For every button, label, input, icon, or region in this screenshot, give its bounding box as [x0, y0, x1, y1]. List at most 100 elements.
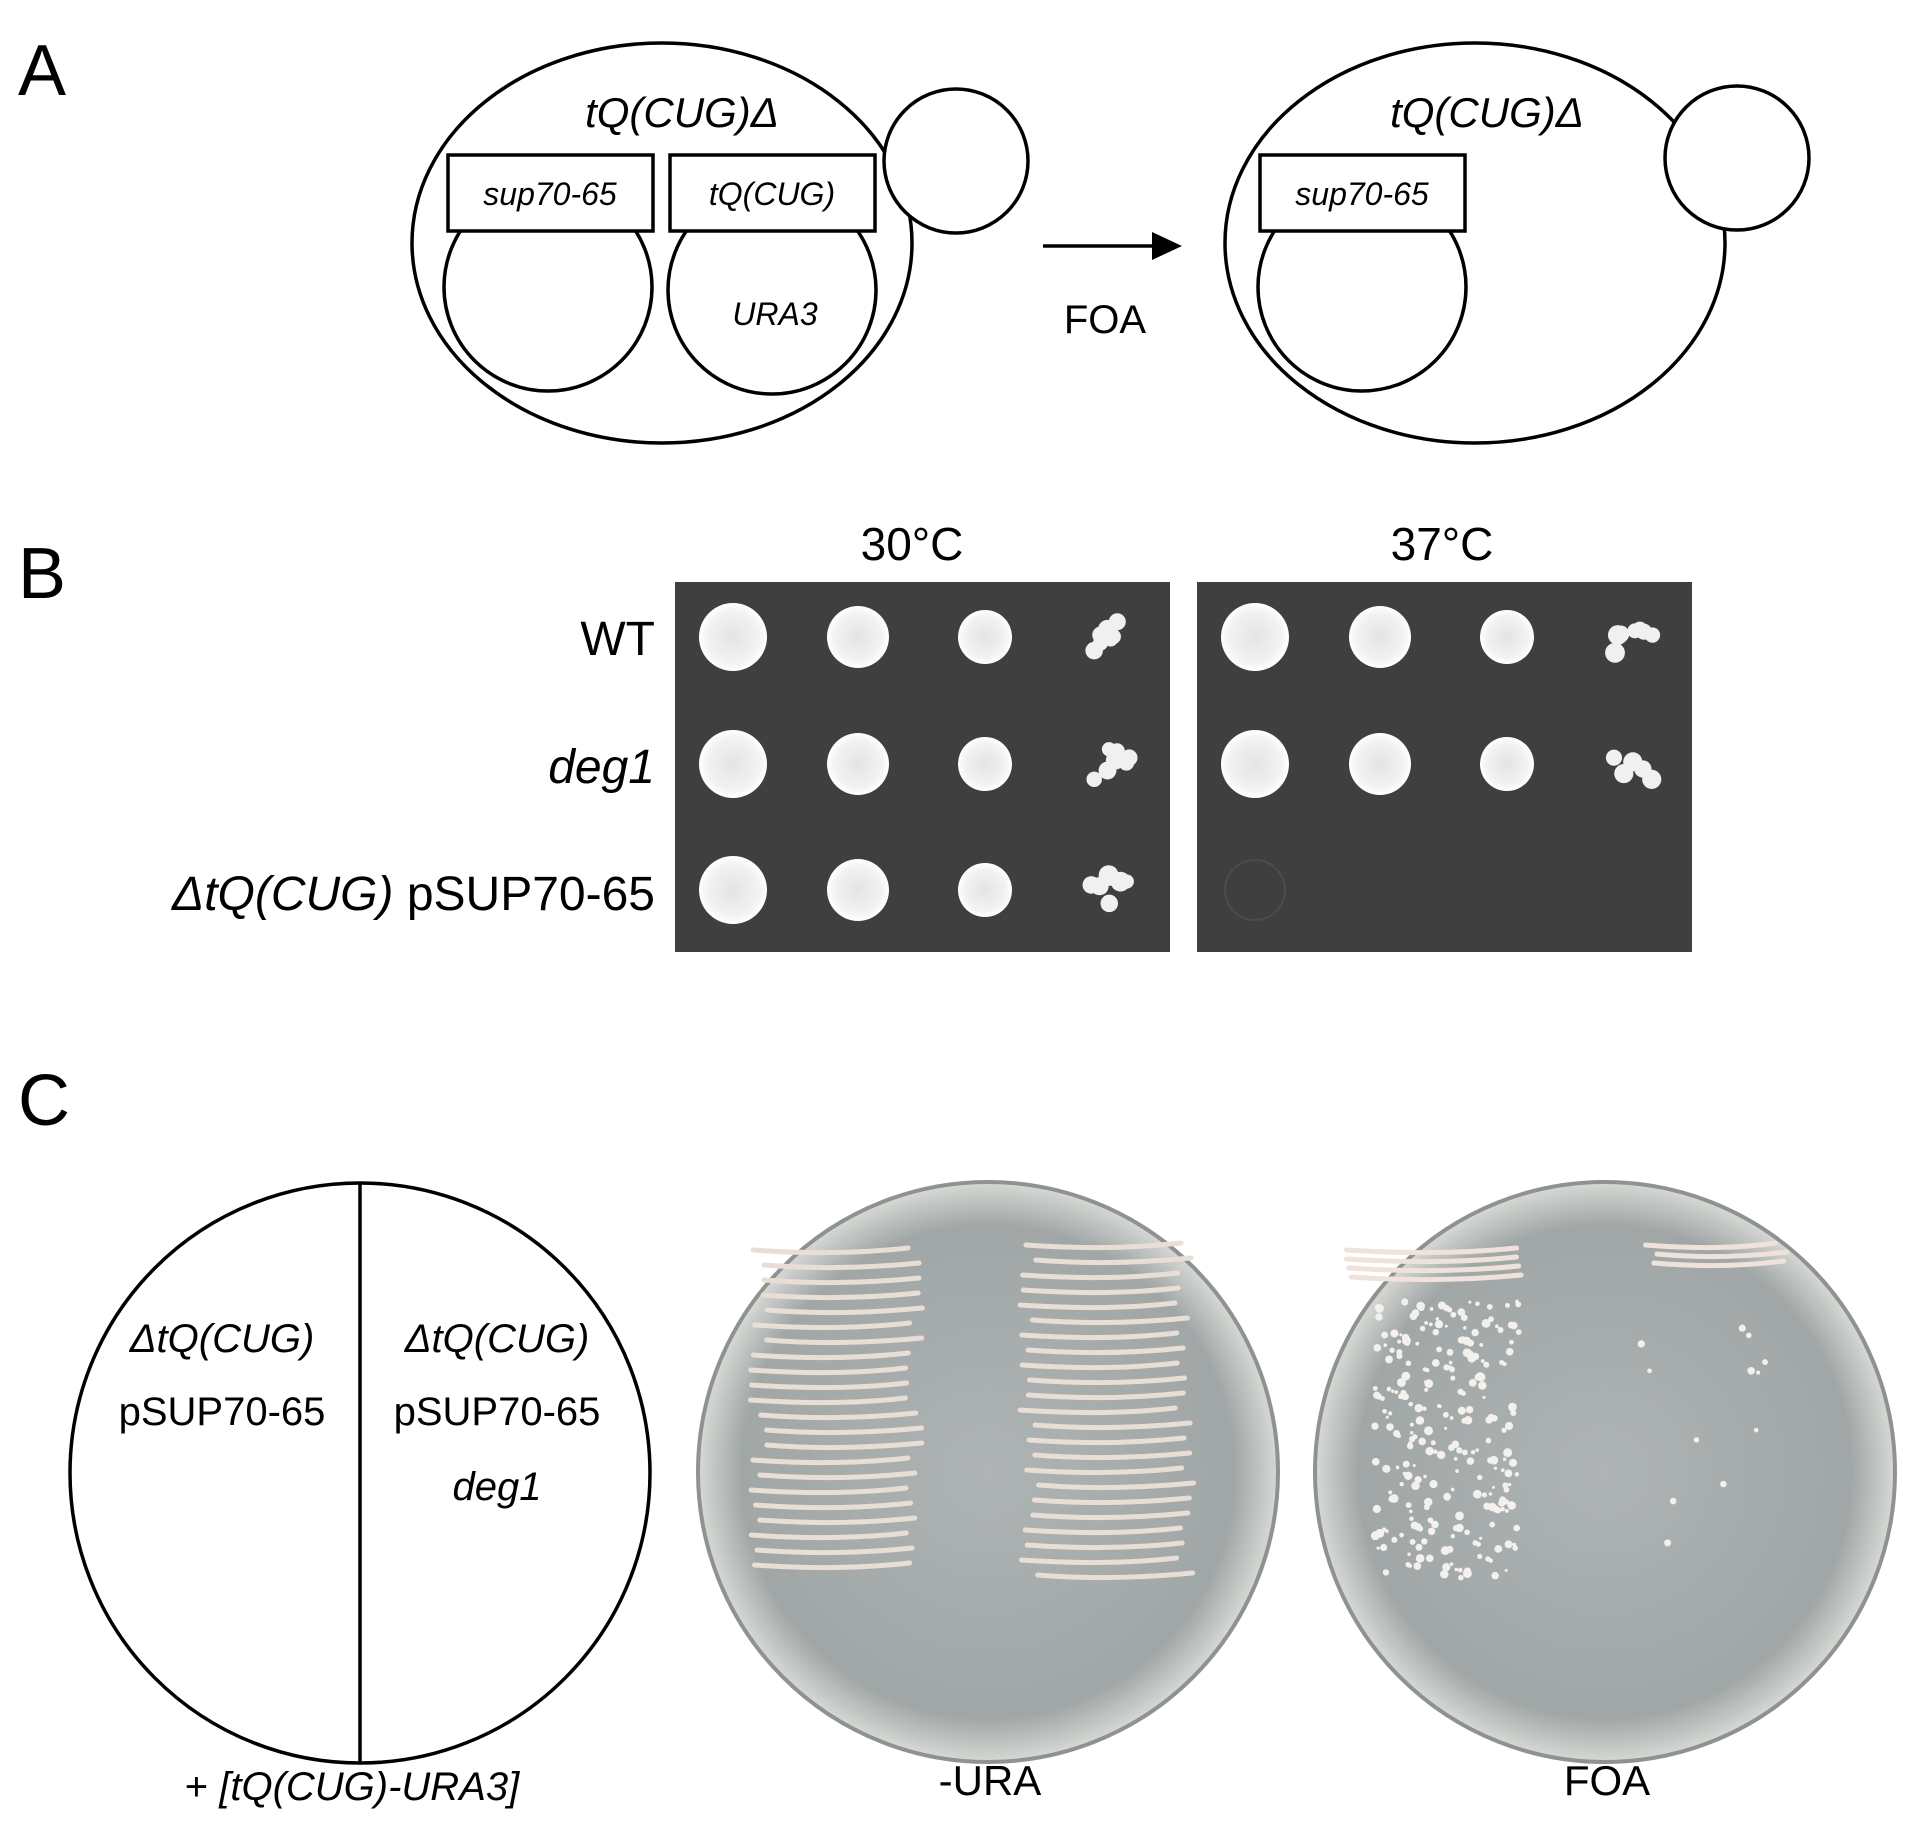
- foa-colony: [1390, 1329, 1399, 1338]
- foa-colony: [1411, 1481, 1420, 1491]
- foa-colony: [1475, 1541, 1481, 1547]
- foa-colony: [1756, 1370, 1761, 1375]
- foa-colony: [1421, 1538, 1428, 1545]
- foa-colony: [1401, 1298, 1409, 1306]
- streak-line: [748, 1530, 909, 1541]
- streak-line: [757, 1515, 918, 1526]
- foa-colony: [1389, 1347, 1395, 1353]
- foa-colony: [1450, 1311, 1457, 1318]
- foa-colony: [1424, 1387, 1429, 1392]
- colony-spot: [699, 730, 767, 798]
- foa-colony: [1386, 1386, 1392, 1392]
- streak-line: [1348, 1272, 1524, 1283]
- foa-colony: [1470, 1450, 1476, 1455]
- foa-colony: [1504, 1540, 1513, 1549]
- foa-colony: [1372, 1504, 1381, 1514]
- foa-colony: [1442, 1411, 1449, 1418]
- foa-colony: [1407, 1552, 1411, 1556]
- foa-colony: [1466, 1457, 1475, 1465]
- foa-colony: [1385, 1355, 1393, 1364]
- foa-colony: [1461, 1336, 1466, 1341]
- foa-colony: [1503, 1448, 1513, 1458]
- foa-colony: [1413, 1562, 1422, 1570]
- foa-colony: [1396, 1349, 1403, 1356]
- foa-colony: [1491, 1414, 1498, 1422]
- foa-colony: [1405, 1561, 1411, 1568]
- foa-colony: [1410, 1521, 1419, 1530]
- foa-colony: [1482, 1395, 1486, 1400]
- foa-colony: [1405, 1502, 1412, 1509]
- right-half-line3: deg1: [453, 1465, 542, 1509]
- foa-colony: [1408, 1509, 1413, 1514]
- single-colony: [1100, 867, 1120, 886]
- streak-line: [1024, 1540, 1185, 1551]
- foa-colony: [1460, 1314, 1468, 1322]
- single-colony: [1100, 894, 1119, 913]
- foa-colony: [1502, 1482, 1509, 1489]
- foa-colony: [1424, 1426, 1433, 1436]
- foa-colony: [1463, 1326, 1467, 1330]
- foa-colony: [1415, 1341, 1420, 1346]
- colony-spot: [827, 606, 889, 668]
- foa-colony: [1448, 1360, 1453, 1365]
- row-label-mutant: ΔtQ(CUG) pSUP70-65: [171, 868, 655, 921]
- foa-colony: [1478, 1381, 1487, 1390]
- foa-colony: [1419, 1325, 1426, 1332]
- foa-colony: [1429, 1307, 1434, 1311]
- foa-colony: [1479, 1536, 1483, 1540]
- foa-colony: [1504, 1508, 1509, 1513]
- streak-line: [1032, 1420, 1193, 1431]
- right-half-line1: ΔtQ(CUG): [404, 1317, 590, 1361]
- colony-spot: [958, 863, 1012, 917]
- foa-colony: [1450, 1533, 1456, 1539]
- foa-colony: [1455, 1469, 1459, 1473]
- plasmid-sup70-box: [446, 153, 655, 233]
- foa-colony: [1434, 1319, 1444, 1329]
- mother-cell-right: [1223, 41, 1727, 445]
- streak-line: [1651, 1258, 1787, 1269]
- colony-spot: [827, 859, 889, 921]
- foa-colony: [1669, 1497, 1677, 1505]
- plate-ura: [696, 1180, 1280, 1764]
- foa-colony: [1455, 1523, 1464, 1533]
- streak-line: [764, 1440, 925, 1451]
- foa-colony: [1504, 1469, 1513, 1478]
- foa-colony: [1510, 1410, 1517, 1417]
- schematic-caption: + [tQ(CUG)-URA3]: [185, 1765, 520, 1809]
- foa-colony: [1455, 1511, 1464, 1521]
- foa-colony: [1425, 1446, 1434, 1456]
- plate-foa: [1313, 1180, 1897, 1764]
- foa-colony: [1396, 1377, 1406, 1387]
- streak-line: [749, 1380, 910, 1391]
- foa-colony: [1491, 1571, 1499, 1580]
- single-colony: [1614, 764, 1634, 784]
- foa-colony: [1412, 1463, 1416, 1467]
- streak-line: [1035, 1570, 1196, 1581]
- arrow-head: [1152, 232, 1182, 260]
- foa-colony: [1515, 1329, 1522, 1336]
- right-cell: tQ(CUG)Δ sup70-65: [1223, 41, 1811, 445]
- panel-a: A tQ(CUG)Δ sup70-65 tQ(CUG) URA3 FOA tQ(…: [18, 31, 1811, 445]
- foa-colony: [1481, 1492, 1487, 1498]
- foa-colony: [1508, 1458, 1518, 1467]
- foa-colony: [1383, 1343, 1388, 1347]
- plasmid2-label: tQ(CUG): [709, 176, 835, 212]
- foa-colony: [1477, 1474, 1483, 1481]
- foa-colony: [1373, 1344, 1382, 1352]
- streak-line: [1029, 1315, 1190, 1326]
- foa-colony: [1488, 1492, 1493, 1496]
- foa-colony: [1424, 1380, 1428, 1384]
- foa-colony: [1450, 1375, 1456, 1381]
- panel-b: B 30°C 37°C WT deg1 ΔtQ(CUG) pSUP70-65: [18, 518, 1692, 952]
- foa-colony: [1424, 1320, 1429, 1325]
- mother-cell-left: [410, 41, 914, 445]
- colony-spot: [1221, 603, 1289, 671]
- streak-line: [1025, 1345, 1186, 1356]
- single-colony: [1635, 623, 1652, 640]
- foa-colony: [1491, 1485, 1495, 1489]
- arrow: FOA: [1043, 232, 1182, 342]
- foa-colony: [1479, 1342, 1484, 1347]
- streak-line: [1343, 1254, 1519, 1265]
- colony-spot: [1349, 606, 1411, 668]
- streak-line: [1019, 1555, 1180, 1566]
